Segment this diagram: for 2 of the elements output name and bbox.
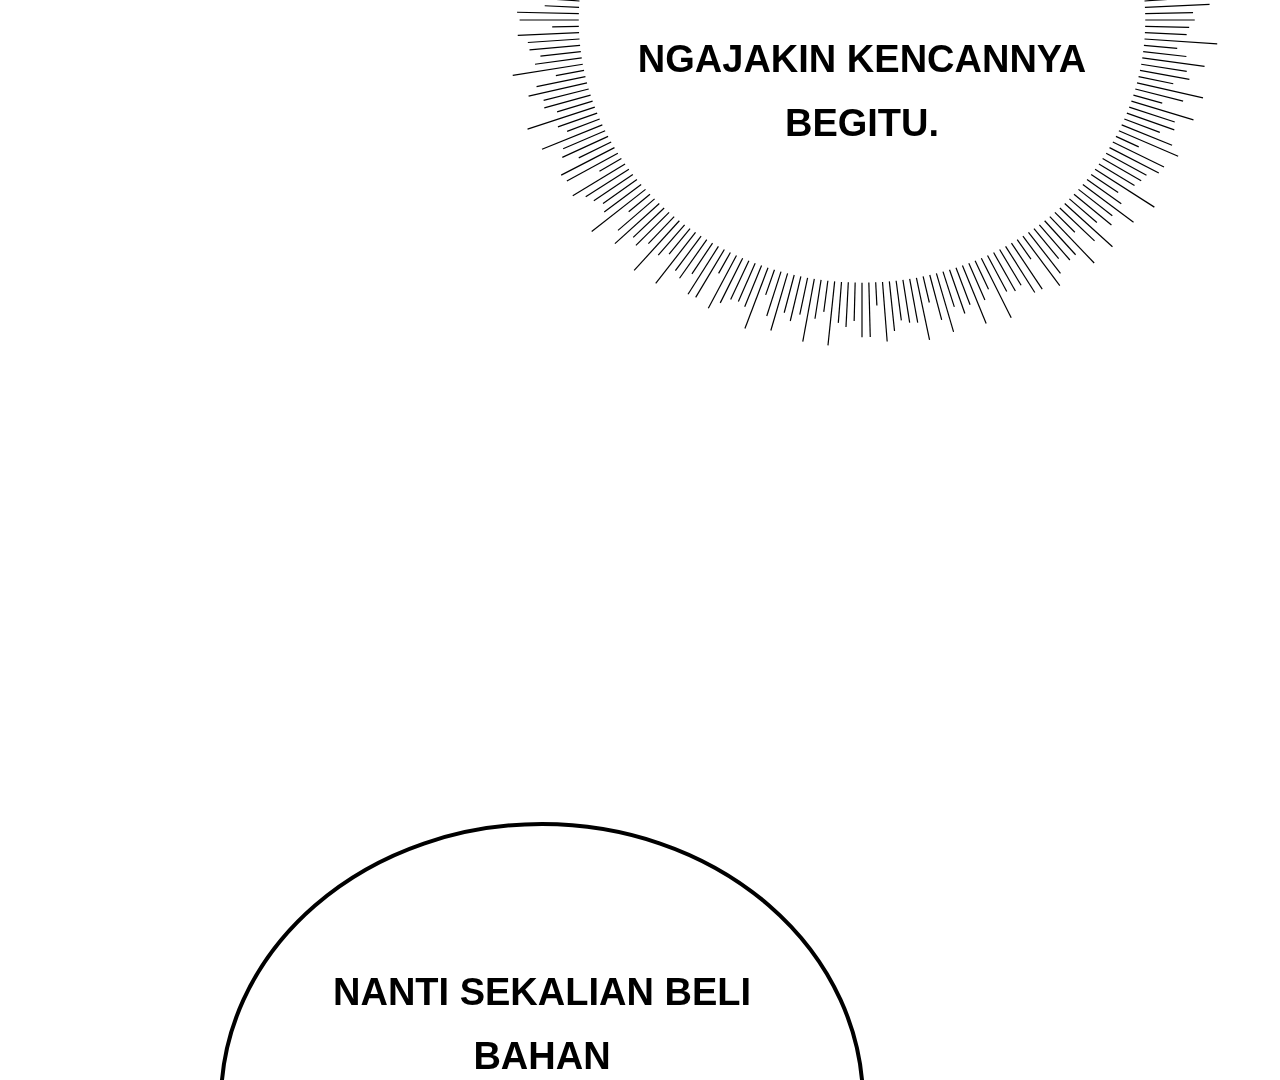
- speech-text: NANTI SEKALIAN BELI BAHAN: [332, 970, 752, 1079]
- speech-text: NGAJAKIN KENCANNYA BEGITU.: [636, 37, 1088, 146]
